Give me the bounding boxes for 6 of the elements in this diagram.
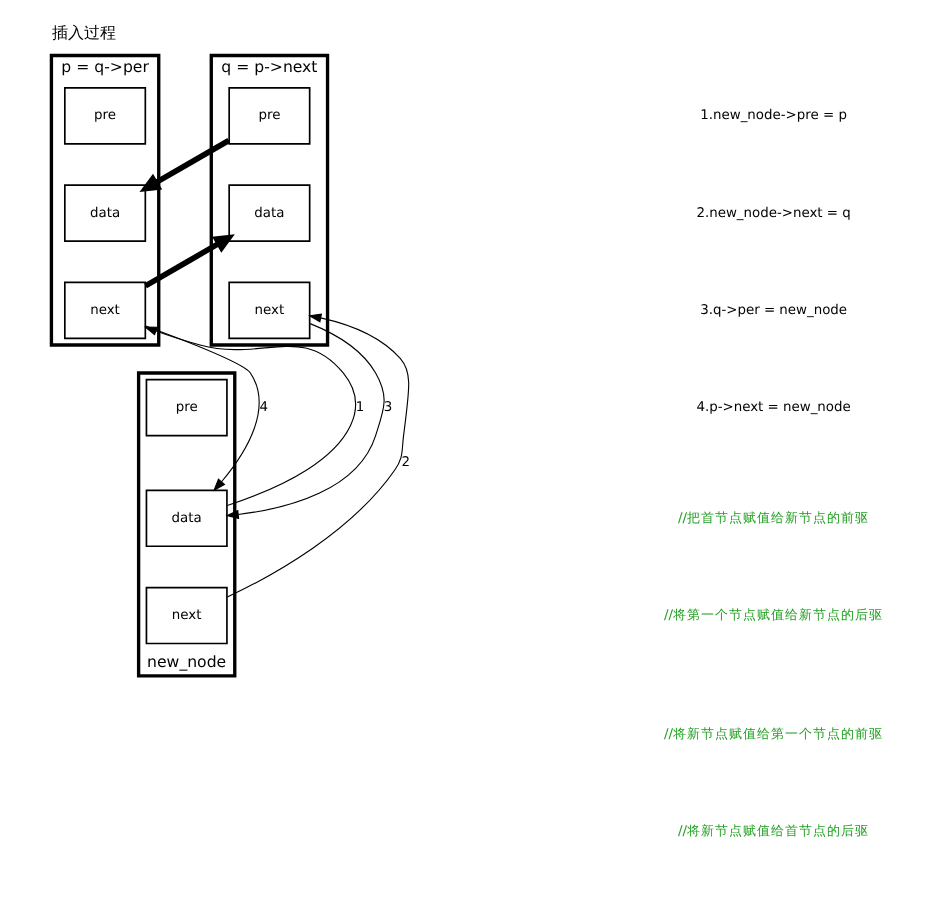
- arrow: [144, 234, 235, 289]
- arrow: [225, 323, 385, 520]
- arrow: [226, 313, 410, 598]
- arrow: [144, 325, 260, 492]
- arrow: [143, 326, 356, 507]
- arrow: [139, 138, 231, 193]
